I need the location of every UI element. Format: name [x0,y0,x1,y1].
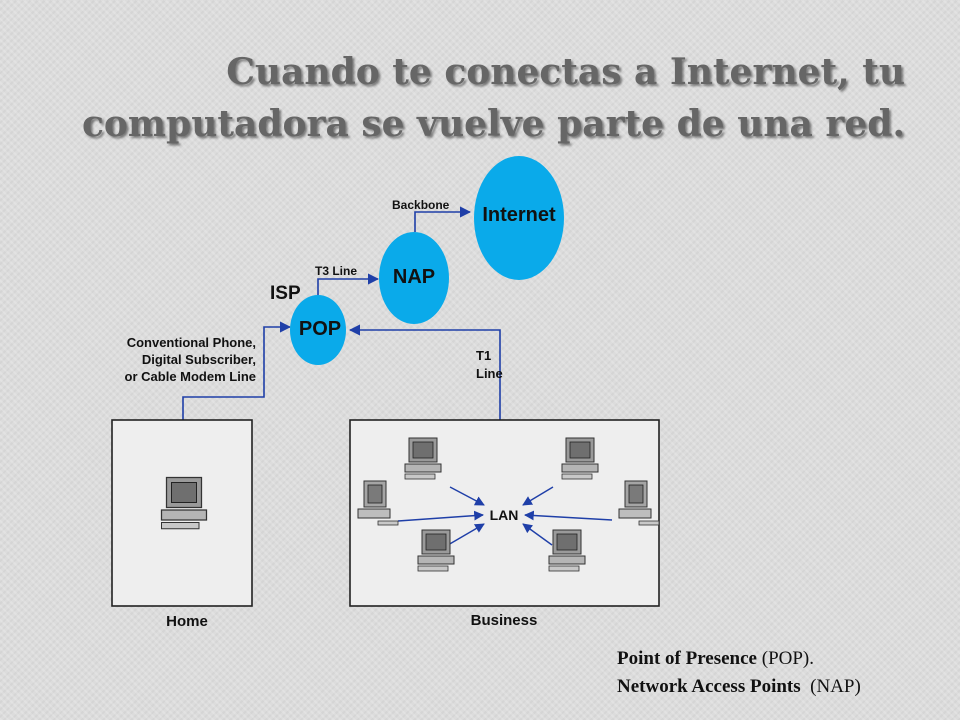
footnote-nap-abbr: (NAP) [800,676,861,697]
t3-label: T3 Line [315,264,357,278]
internet-node [474,156,564,280]
footnote: Point of Presence (POP). Network Access … [617,645,960,701]
footnote-line-1: Point of Presence (POP). [617,645,960,673]
home-link-label-line3: or Cable Modem Line [125,369,256,384]
backbone-label: Backbone [392,198,450,212]
isp-label: ISP [270,283,301,304]
internet-label: Internet [482,204,556,226]
lan-label: LAN [490,507,519,523]
title-line-2: computadora se vuelve parte de una red. [82,103,905,145]
pop-node [290,295,346,365]
pop-label: POP [299,318,341,340]
business-box [349,419,660,607]
footnote-line-2: Network Access Points (NAP) [617,673,960,701]
title-line-1: Cuando te conectas a Internet, tu [226,51,905,93]
lan-arrows [397,486,613,546]
slide-title: Cuando te conectas a Internet, tu comput… [60,46,905,150]
t1-label-line2: Line [476,366,503,381]
backbone-link [414,206,472,232]
business-label: Business [471,612,538,629]
footnote-pop-abbr: (POP). [757,648,815,669]
t3-link [317,273,380,297]
home-link-label-line2: Digital Subscriber, [142,352,256,367]
nap-node [379,232,449,324]
nap-label: NAP [393,266,435,288]
footnote-nap-term: Network Access Points [617,676,801,697]
t1-label-line1: T1 [476,348,491,363]
footnote-pop-term: Point of Presence [617,648,757,669]
home-link-label-line1: Conventional Phone, [127,335,256,350]
home-label: Home [166,613,208,630]
